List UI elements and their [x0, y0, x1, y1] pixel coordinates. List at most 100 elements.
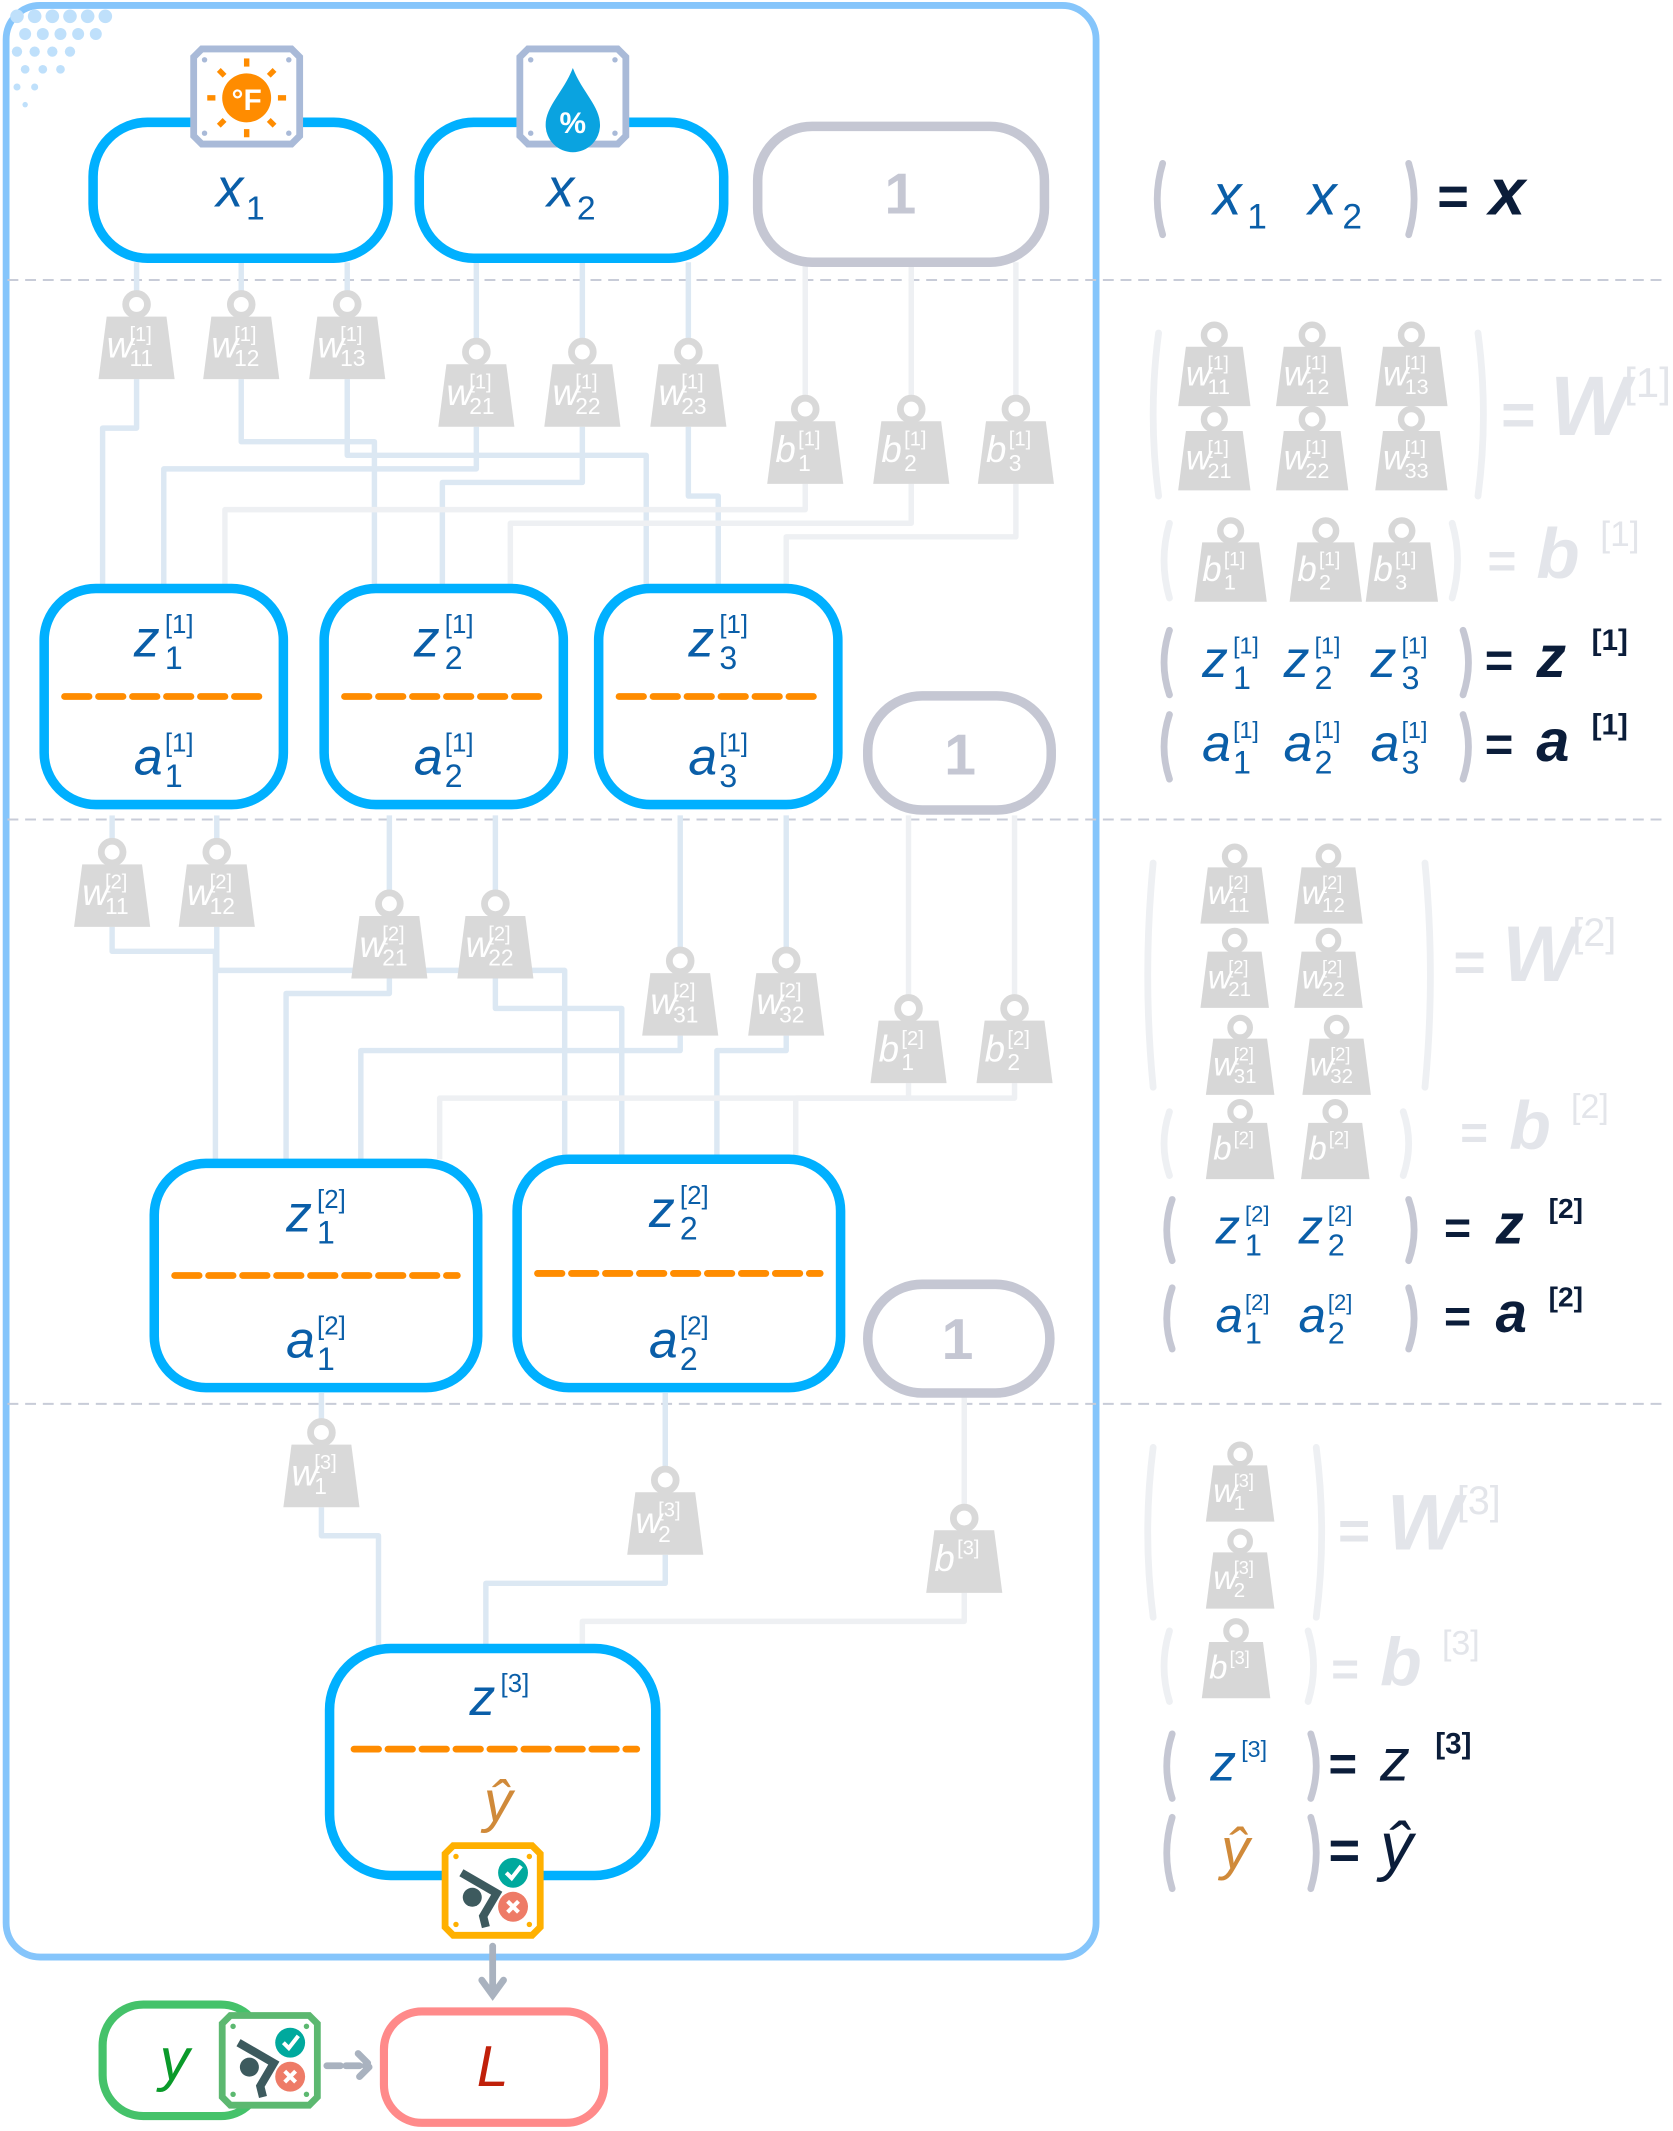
- matrix-weight: w[1]21: [1178, 405, 1251, 491]
- subscript: 1: [1234, 1492, 1245, 1515]
- weight-ring-icon: [1397, 321, 1425, 349]
- decor-dot: [56, 64, 65, 74]
- math-label: w[1]12: [211, 324, 259, 371]
- superscript: [1]: [1009, 429, 1031, 451]
- weight-body-icon: [1294, 867, 1363, 924]
- math-label: a[1]1: [134, 728, 194, 794]
- symbol-base: w: [756, 981, 785, 1022]
- weight-body-icon: [870, 1020, 947, 1084]
- matrix-weight: b[1]2: [1289, 517, 1362, 602]
- weight-body-icon: [976, 1020, 1053, 1084]
- superscript: [2]: [1329, 1129, 1349, 1149]
- superscript: [1]: [719, 611, 748, 639]
- superscript: [3]: [1442, 1625, 1480, 1663]
- weight-body-icon: [1375, 346, 1448, 407]
- left-paren: [1160, 626, 1173, 699]
- symbol-base: z: [1201, 630, 1228, 688]
- decor-dot: [36, 27, 49, 40]
- left-paren: [1163, 1730, 1176, 1802]
- math-label: w[2]11: [1208, 873, 1250, 917]
- superscript: [2]: [1549, 1282, 1583, 1313]
- math-label: b[2]: [1308, 1129, 1349, 1167]
- layer3-weight: w[3]2: [627, 1465, 704, 1555]
- matrix-weight: w[1]22: [1276, 405, 1349, 491]
- math-label: z[3]: [1379, 1726, 1471, 1793]
- symbol-base: b: [1536, 514, 1579, 593]
- symbol-base: a: [1371, 714, 1400, 772]
- weight-body-icon: [178, 864, 255, 927]
- math-label: w[1]22: [552, 371, 600, 418]
- weight-ring-icon: [462, 337, 491, 367]
- superscript: [1]: [1402, 633, 1428, 659]
- math-label: w[1]33: [1383, 438, 1429, 483]
- subscript: 12: [234, 345, 259, 371]
- math-label: b[1]1: [1202, 549, 1245, 594]
- superscript: [2]: [1549, 1193, 1583, 1224]
- superscript: [1]: [719, 729, 748, 757]
- subscript: 11: [105, 893, 129, 919]
- superscript: [2]: [1245, 1290, 1269, 1315]
- math-label: b[3]: [1380, 1624, 1480, 1700]
- weight-body-icon: [1365, 542, 1439, 602]
- decor-dot: [98, 9, 113, 24]
- superscript: [1]: [469, 371, 491, 393]
- superscript: [2]: [680, 1312, 709, 1340]
- symbol-base: w: [552, 372, 581, 413]
- weight-ring-icon: [1000, 994, 1029, 1023]
- math-label: w[3]1: [1213, 1471, 1254, 1515]
- weight-body-icon: [1276, 346, 1349, 407]
- subscript: 21: [382, 945, 407, 971]
- connection-line: [238, 379, 378, 589]
- equals-sign: =: [1454, 931, 1486, 993]
- math-label: a[1]2: [414, 728, 474, 794]
- symbol-base: w: [211, 324, 240, 365]
- weight-body-icon: [1194, 542, 1267, 602]
- symbol-base: z: [1535, 623, 1566, 690]
- bias-node-layer1: [863, 691, 1056, 815]
- subscript: 3: [1402, 744, 1420, 780]
- right-paren: [1307, 1730, 1320, 1802]
- matrix-weight: w[2]31: [1205, 1014, 1275, 1095]
- subscript: 31: [673, 1002, 698, 1028]
- right-paren: [1307, 1813, 1320, 1893]
- symbol-base: b: [1297, 550, 1316, 589]
- superscript: [1]: [129, 324, 151, 346]
- weight-body-icon: [926, 1530, 1003, 1593]
- math-label: w[3]1: [292, 1452, 337, 1499]
- equation-b3: b[3]=b[3]: [1201, 1618, 1480, 1700]
- math-label: W[3]: [1387, 1478, 1501, 1566]
- superscript: [1]: [1233, 633, 1259, 659]
- subscript: 22: [575, 393, 600, 419]
- left-paren: [1163, 1813, 1176, 1893]
- symbol-base: w: [107, 324, 136, 365]
- subscript: 1: [165, 640, 183, 676]
- left-paren: [1160, 1108, 1173, 1179]
- matrix-weight: w[2]32: [1302, 1014, 1371, 1095]
- matrix-weight: b[2]: [1301, 1099, 1370, 1180]
- matrix-weight: b[3]: [1201, 1618, 1271, 1699]
- symbol-base: a: [1496, 1281, 1527, 1344]
- matrix-weight: w[1]13: [1375, 321, 1448, 407]
- superscript: [2]: [1572, 911, 1616, 955]
- weight-ring-icon: [568, 337, 597, 367]
- symbol-base: w: [1213, 1559, 1239, 1596]
- subscript: 1: [1245, 1318, 1262, 1351]
- right-paren: [1421, 859, 1434, 1091]
- math-label: w[2]12: [187, 872, 235, 919]
- connection-line: [436, 1083, 912, 1160]
- superscript: [2]: [1328, 1202, 1352, 1227]
- superscript: [2]: [1234, 1044, 1254, 1064]
- superscript: [2]: [1330, 1044, 1350, 1064]
- subscript: 2: [445, 640, 463, 676]
- weight-body-icon: [98, 316, 175, 380]
- symbol-base: x: [1210, 164, 1244, 228]
- math-label: z[3]: [469, 1668, 530, 1726]
- math-label: z[1]1: [133, 609, 194, 675]
- connection-line: [783, 483, 1019, 589]
- bias-value: 1: [885, 162, 917, 226]
- math-label: w[1]11: [1186, 354, 1230, 399]
- symbol-base: x: [213, 158, 245, 219]
